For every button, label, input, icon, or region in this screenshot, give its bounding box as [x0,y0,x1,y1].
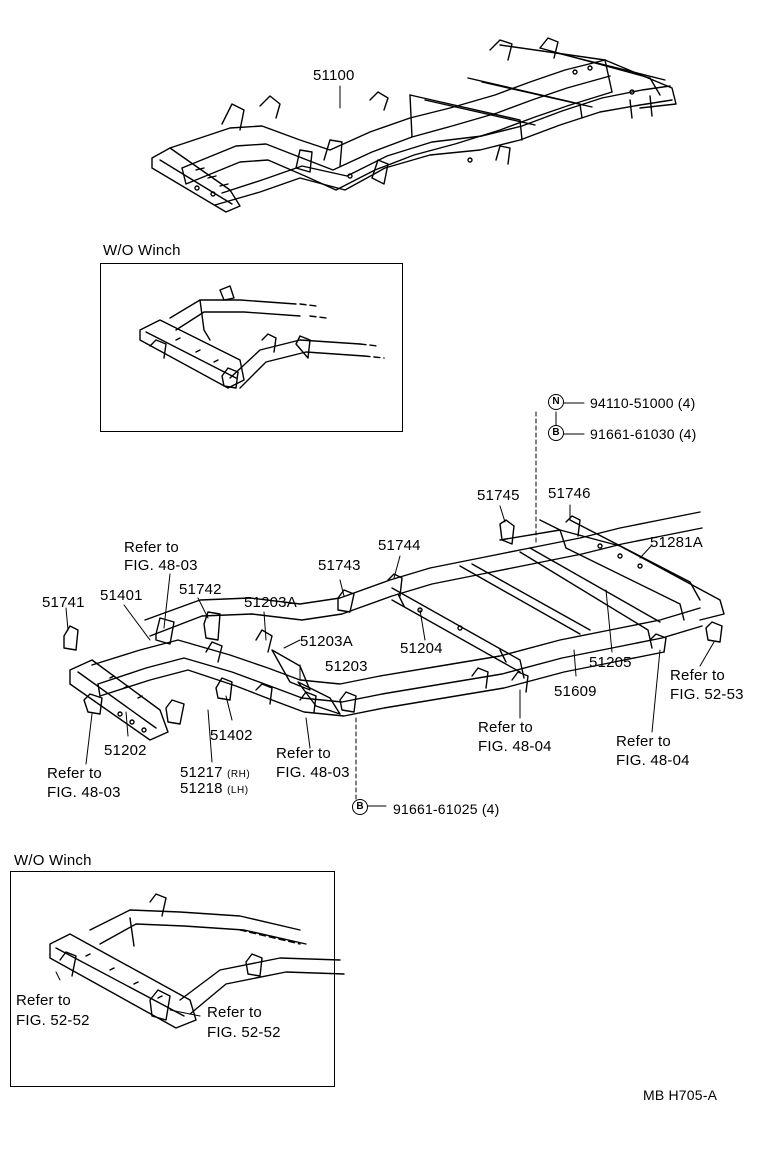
part-51745: 51745 [477,487,520,504]
refer-note-6-line1: Refer to [670,667,725,684]
part-51204: 51204 [400,640,443,657]
inset-title-bottom: W/O Winch [14,852,92,869]
inset-refer-1-line1: Refer to [16,992,71,1009]
symbol-b-circle-1: B [548,425,564,441]
part-51217-side: (RH) [227,769,251,780]
inset-refer-2-line2: FIG. 52-52 [207,1024,281,1041]
refer-note-4-line1: Refer to [478,719,533,736]
part-51203A-2: 51203A [300,633,353,650]
part-51218: 51218 (LH) [180,780,249,799]
part-91661-61025: 91661-61025 (4) [393,801,500,817]
inset-box-bottom [10,871,335,1087]
part-51205: 51205 [589,654,632,671]
inset-bottom-drawing [50,894,344,1028]
part-51609: 51609 [554,683,597,700]
part-51741: 51741 [42,594,85,611]
part-51281A: 51281A [650,534,703,551]
inset-title-top: W/O Winch [103,242,181,259]
refer-note-2-line2: FIG. 48-03 [276,764,350,781]
part-51401: 51401 [100,587,143,604]
part-51217: 51217 (RH) [180,764,250,783]
part-94110-51000: 94110-51000 (4) [590,395,696,411]
part-51217-number: 51217 [180,764,223,781]
refer-note-1-line1: Refer to [124,539,179,556]
part-51746: 51746 [548,485,591,502]
symbol-b-circle-2: B [352,799,368,815]
part-51202: 51202 [104,742,147,759]
frame-assembly-top [152,38,676,212]
diagram-code: MB H705-A [643,1087,718,1103]
inset-box-top [100,263,403,432]
refer-note-5-line2: FIG. 48-04 [616,752,690,769]
part-51402: 51402 [210,727,253,744]
part-51203: 51203 [325,658,368,675]
inset-refer-2-line1: Refer to [207,1004,262,1021]
part-51743: 51743 [318,557,361,574]
refer-note-1-line2: FIG. 48-03 [124,557,198,574]
refer-note-4-line2: FIG. 48-04 [478,738,552,755]
refer-note-3-line2: FIG. 48-03 [47,784,121,801]
symbol-n-circle: N [548,394,564,410]
part-51218-side: (LH) [227,785,249,796]
part-51100: 51100 [313,67,355,84]
part-51742: 51742 [179,581,222,598]
inset-top-drawing [140,286,384,388]
part-51203A-1: 51203A [244,594,297,611]
part-51218-number: 51218 [180,780,223,797]
refer-note-3-line1: Refer to [47,765,102,782]
refer-note-2-line1: Refer to [276,745,331,762]
part-91661-61030: 91661-61030 (4) [590,426,697,442]
inset-refer-1-line2: FIG. 52-52 [16,1012,90,1029]
refer-note-5-line1: Refer to [616,733,671,750]
part-51744: 51744 [378,537,421,554]
refer-note-6-line2: FIG. 52-53 [670,686,744,703]
